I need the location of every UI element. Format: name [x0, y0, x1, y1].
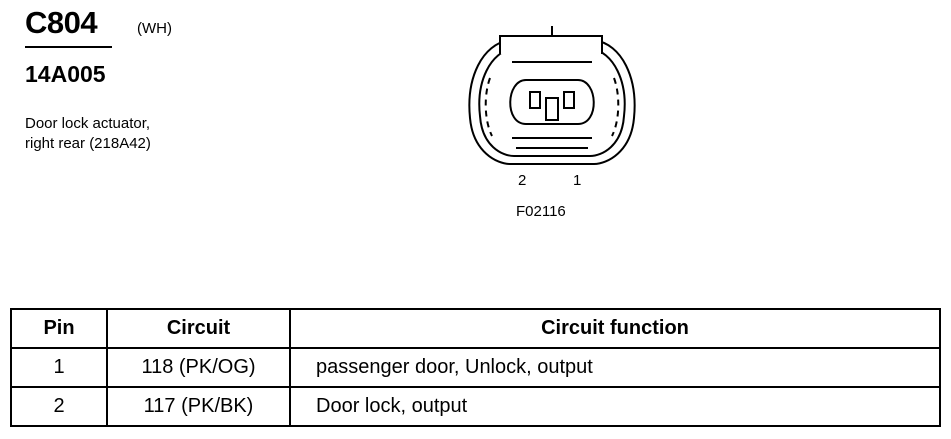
- connector-outer-housing: [468, 39, 636, 165]
- table-row: 2 117 (PK/BK) Door lock, output: [10, 386, 941, 427]
- connector-inner-housing: [478, 47, 626, 157]
- cell-pin: 2: [10, 386, 108, 427]
- header-pin: Pin: [10, 308, 108, 349]
- connector-id-underline: [25, 46, 112, 48]
- connector-side-rib-left: [484, 77, 493, 137]
- terminal-pin-2: [529, 91, 541, 109]
- cell-circuit: 117 (PK/BK): [106, 386, 291, 427]
- connector-description: Door lock actuator, right rear (218A42): [25, 114, 151, 154]
- connector-id: C804: [25, 5, 98, 40]
- cell-circuit-function: passenger door, Unlock, output: [289, 347, 941, 388]
- description-line: right rear (218A42): [25, 135, 151, 152]
- header-circuit: Circuit: [106, 308, 291, 349]
- pin-table: Pin Circuit Circuit function 1 118 (PK/O…: [10, 308, 941, 427]
- connector-locking-tab: [499, 35, 603, 54]
- cell-circuit-function: Door lock, output: [289, 386, 941, 427]
- terminal-pin-1: [563, 91, 575, 109]
- pin-label-1: 1: [573, 172, 582, 189]
- figure-id: F02116: [516, 203, 566, 220]
- cell-circuit: 118 (PK/OG): [106, 347, 291, 388]
- connector-side-rib-right: [611, 77, 620, 137]
- connector-color: (WH): [137, 20, 172, 37]
- cell-pin: 1: [10, 347, 108, 388]
- part-number: 14A005: [25, 61, 106, 87]
- connector-center-key: [545, 97, 559, 121]
- pin-cavity-outline: [509, 79, 595, 125]
- pin-label-2: 2: [518, 172, 527, 189]
- description-line: Door lock actuator,: [25, 115, 151, 132]
- header-circuit-function: Circuit function: [289, 308, 941, 349]
- table-row: 1 118 (PK/OG) passenger door, Unlock, ou…: [10, 347, 941, 388]
- connector-face-drawing: [468, 26, 636, 165]
- table-header-row: Pin Circuit Circuit function: [10, 308, 941, 349]
